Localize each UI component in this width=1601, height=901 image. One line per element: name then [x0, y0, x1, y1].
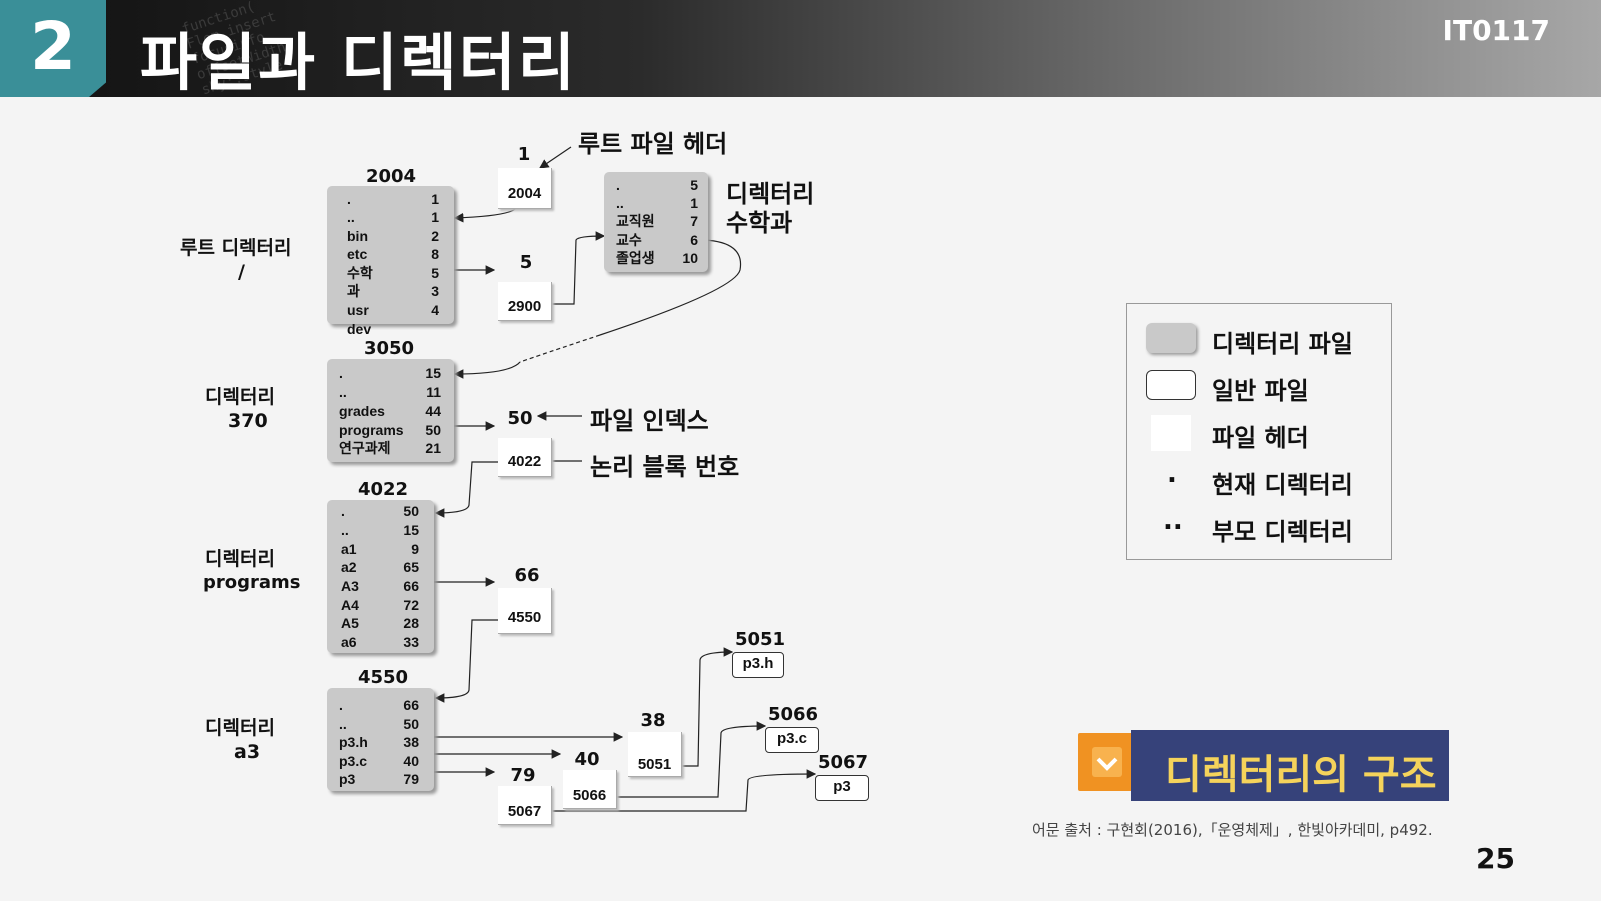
file-p3c: p3.c [765, 727, 819, 753]
file-header-5067: 5067 [498, 786, 552, 825]
legend: 디렉터리 파일 일반 파일 파일 헤더 . 현재 디렉터리 .. 부모 디렉터리 [1126, 303, 1392, 560]
dashed-curve [519, 334, 601, 363]
root-file-header-label: 루트 파일 헤더 [578, 130, 728, 158]
legend-dir-swatch [1146, 323, 1196, 353]
badge-bar [1131, 730, 1449, 801]
badge-tab [1078, 733, 1134, 791]
arrow-5067-to-p3 [548, 769, 817, 812]
reference-citation: 어문 출처 : 구현회(2016),「운영체제」, 한빛아카데미, p492. [1032, 821, 1433, 839]
legend-file-label: 일반 파일 [1212, 377, 1309, 405]
arrow-5051-to-p3h [676, 647, 734, 767]
arrow-to-370 [453, 361, 521, 379]
header-5-label: 5 [519, 252, 533, 273]
arrow-5066-to-p3c [612, 721, 767, 798]
inode-number-2004: 2004 [365, 166, 417, 187]
legend-parent-symbol: .. [1163, 506, 1183, 536]
header-79-label: 79 [510, 765, 536, 786]
course-code: IT0117 [1442, 14, 1550, 47]
page-title: 파일과 디렉터리 [140, 26, 577, 99]
section-number-box [0, 0, 106, 97]
curve-math-to-3050 [599, 239, 742, 336]
legend-file-swatch [1146, 370, 1196, 400]
file-header-2004: 2004 [498, 168, 552, 209]
arrow-2004-to-root [453, 207, 517, 223]
math-name-label: 수학과 [726, 209, 793, 237]
arrow-4022-to-programs [434, 461, 502, 518]
legend-current-symbol: . [1167, 459, 1177, 489]
file-block-5066: 5066 [767, 704, 819, 725]
programs-name-label: programs [203, 572, 301, 593]
arrow-2900-to-math [542, 231, 606, 305]
file-header-5051: 5051 [628, 732, 682, 777]
badge-title: 디렉터리의 구조 [1165, 752, 1437, 798]
legend-header-swatch [1151, 415, 1191, 451]
inode-number-4022: 4022 [357, 479, 409, 500]
file-p3: p3 [815, 775, 869, 801]
dir370-name-label: 370 [228, 410, 268, 432]
arrow-4550-to-a3 [434, 619, 506, 703]
a3-dir-label: 디렉터리 [205, 717, 275, 739]
file-index-annotation: 파일 인덱스 [590, 407, 709, 435]
legend-parent-label: 부모 디렉터리 [1212, 518, 1353, 546]
inode-number-3050: 3050 [363, 338, 415, 359]
inode-number-4550: 4550 [357, 667, 409, 688]
logical-block-annotation: 논리 블록 번호 [590, 453, 740, 481]
header-50-label: 50 [507, 408, 533, 429]
file-header-4022: 4022 [498, 438, 552, 477]
file-header-2900: 2900 [498, 282, 552, 321]
file-header-5066: 5066 [563, 770, 617, 809]
root-slash-label: / [238, 261, 245, 283]
header-66-label: 66 [514, 565, 540, 586]
header-38-label: 38 [640, 710, 666, 731]
file-block-5067: 5067 [817, 752, 869, 773]
arrow-1-to-header [539, 146, 572, 169]
dir370-dir-label: 디렉터리 [205, 386, 275, 408]
section-number: 2 [30, 8, 76, 85]
legend-current-label: 현재 디렉터리 [1212, 471, 1353, 499]
chevron-down-icon [1092, 747, 1122, 777]
legend-dir-label: 디렉터리 파일 [1212, 330, 1353, 358]
a3-name-label: a3 [234, 741, 261, 763]
page-number: 25 [1476, 842, 1515, 875]
label-1: 1 [517, 144, 531, 165]
title-banner: function( Flem.insert focusinfo offsetWi… [0, 0, 1601, 97]
root-dir-label: 루트 디렉터리 [180, 237, 292, 259]
programs-dir-label: 디렉터리 [205, 548, 275, 570]
file-p3h: p3.h [732, 652, 784, 678]
file-block-5051: 5051 [734, 629, 786, 650]
header-40-label: 40 [574, 749, 600, 770]
math-dir-label: 디렉터리 [726, 180, 815, 208]
file-header-4550: 4550 [498, 588, 552, 634]
legend-header-label: 파일 헤더 [1212, 424, 1309, 452]
